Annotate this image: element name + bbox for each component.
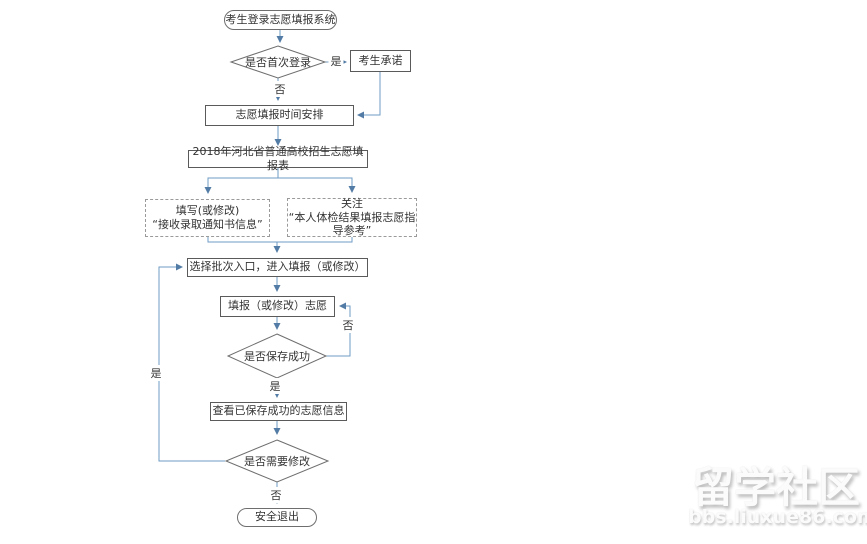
- node-schedule-label: 志愿填报时间安排: [235, 108, 324, 122]
- edge-label-save-yes: 是: [267, 378, 283, 394]
- node-decision-first-login-label: 是否首次登录: [245, 56, 311, 69]
- node-form-2018-label: 2018年河北省普通高校招生志愿填报表: [192, 144, 364, 172]
- node-attention: 关注 “本人体检结果填报志愿指 导参考”: [287, 196, 417, 238]
- node-fill-notice-line2: “接收录取通知书信息”: [152, 218, 263, 231]
- edge-merge-to-select-batch: [207, 237, 281, 253]
- edge-label-modify-no: 否: [268, 487, 284, 503]
- node-fill-volunteer-label: 填报（或修改）志愿: [228, 299, 327, 313]
- edge-label-save-retry-no: 否: [340, 317, 356, 333]
- edge-form-to-fill-notice: [204, 167, 279, 194]
- node-view-saved-label: 查看已保存成功的志愿信息: [212, 404, 345, 418]
- node-attention-line1: 关注: [341, 196, 363, 210]
- decision-first-login-shape: [229, 45, 327, 79]
- edge-label-first-login-no: 否: [272, 81, 288, 97]
- node-exit-label: 安全退出: [255, 510, 299, 524]
- node-decision-need-modify-label: 是否需要修改: [244, 455, 310, 468]
- edge-merge-right: [208, 237, 353, 243]
- node-start-label: 考生登录志愿填报系统: [225, 12, 336, 26]
- node-select-batch: 选择批次入口，进入填报（或修改）: [187, 258, 368, 277]
- node-fill-notice: 填写(或修改) “接收录取通知书信息”: [145, 199, 270, 237]
- edge-modify-yes-loop: [158, 263, 225, 462]
- decision-need-modify-shape: [224, 439, 330, 483]
- edge-label-first-login-yes: 是: [328, 53, 344, 69]
- node-promise-label: 考生承诺: [358, 53, 403, 67]
- node-exit: 安全退出: [237, 508, 317, 527]
- node-schedule: 志愿填报时间安排: [205, 105, 354, 126]
- node-fill-notice-line1: 填写(或修改): [175, 204, 240, 218]
- node-attention-line3: 导参考”: [332, 224, 372, 238]
- edge-label-modify-yes: 是: [148, 365, 164, 381]
- node-attention-line2: “本人体检结果填报志愿指: [288, 210, 416, 224]
- node-select-batch-label: 选择批次入口，进入填报（或修改）: [189, 260, 366, 274]
- node-view-saved: 查看已保存成功的志愿信息: [210, 402, 347, 421]
- node-decision-save-success-label: 是否保存成功: [244, 350, 310, 363]
- node-start: 考生登录志愿填报系统: [224, 10, 337, 30]
- node-fill-volunteer: 填报（或修改）志愿: [220, 296, 335, 317]
- edge-form-to-attention: [278, 177, 356, 193]
- node-promise: 考生承诺: [350, 50, 411, 72]
- edge-promise-to-schedule: [357, 72, 381, 119]
- node-form-2018: 2018年河北省普通高校招生志愿填报表: [188, 145, 368, 172]
